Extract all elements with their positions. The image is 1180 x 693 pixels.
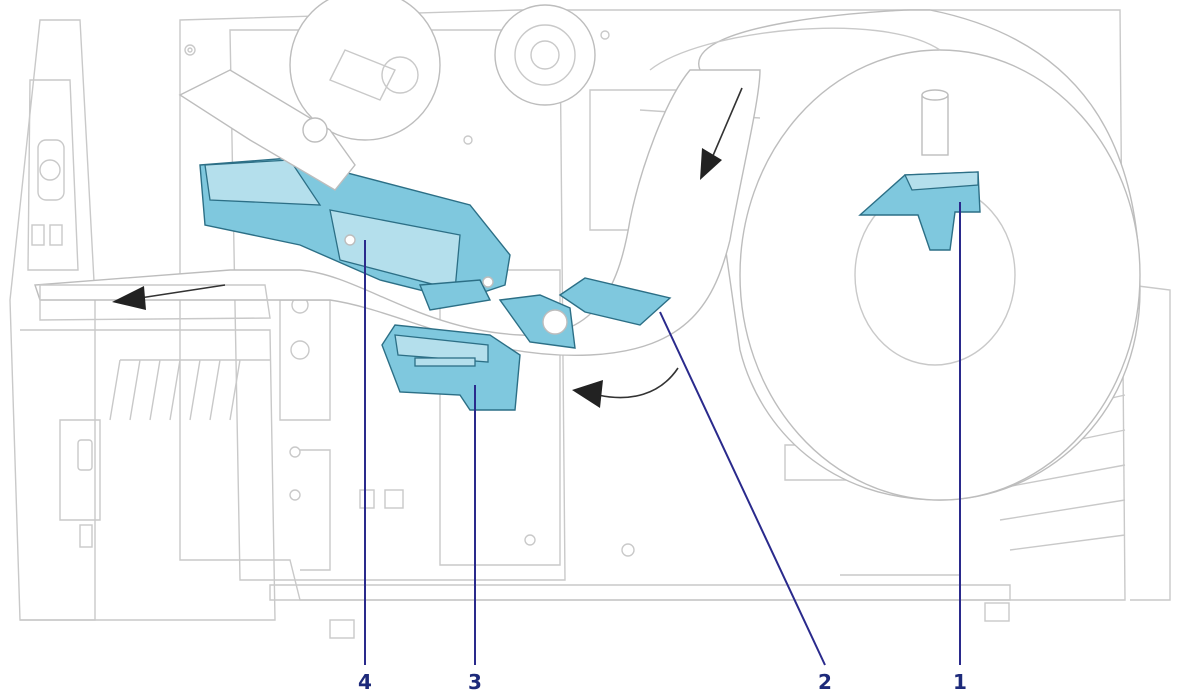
printer-body xyxy=(9,0,1171,639)
callout-2: 2 xyxy=(818,670,832,693)
callout-3: 3 xyxy=(468,670,482,693)
platen-assembly xyxy=(381,324,521,411)
media-web xyxy=(34,69,761,357)
guide-plate xyxy=(498,277,672,349)
printhead-assembly xyxy=(178,69,511,311)
media-roll xyxy=(639,9,1141,501)
callout-4: 4 xyxy=(358,670,372,693)
callout-1: 1 xyxy=(953,670,967,693)
leader-line-2 xyxy=(659,311,826,666)
callout-leaders xyxy=(364,202,961,666)
feed-direction-arrows xyxy=(112,87,743,408)
callout-labels: 1 2 3 4 xyxy=(358,670,967,693)
media-guide xyxy=(858,171,981,251)
